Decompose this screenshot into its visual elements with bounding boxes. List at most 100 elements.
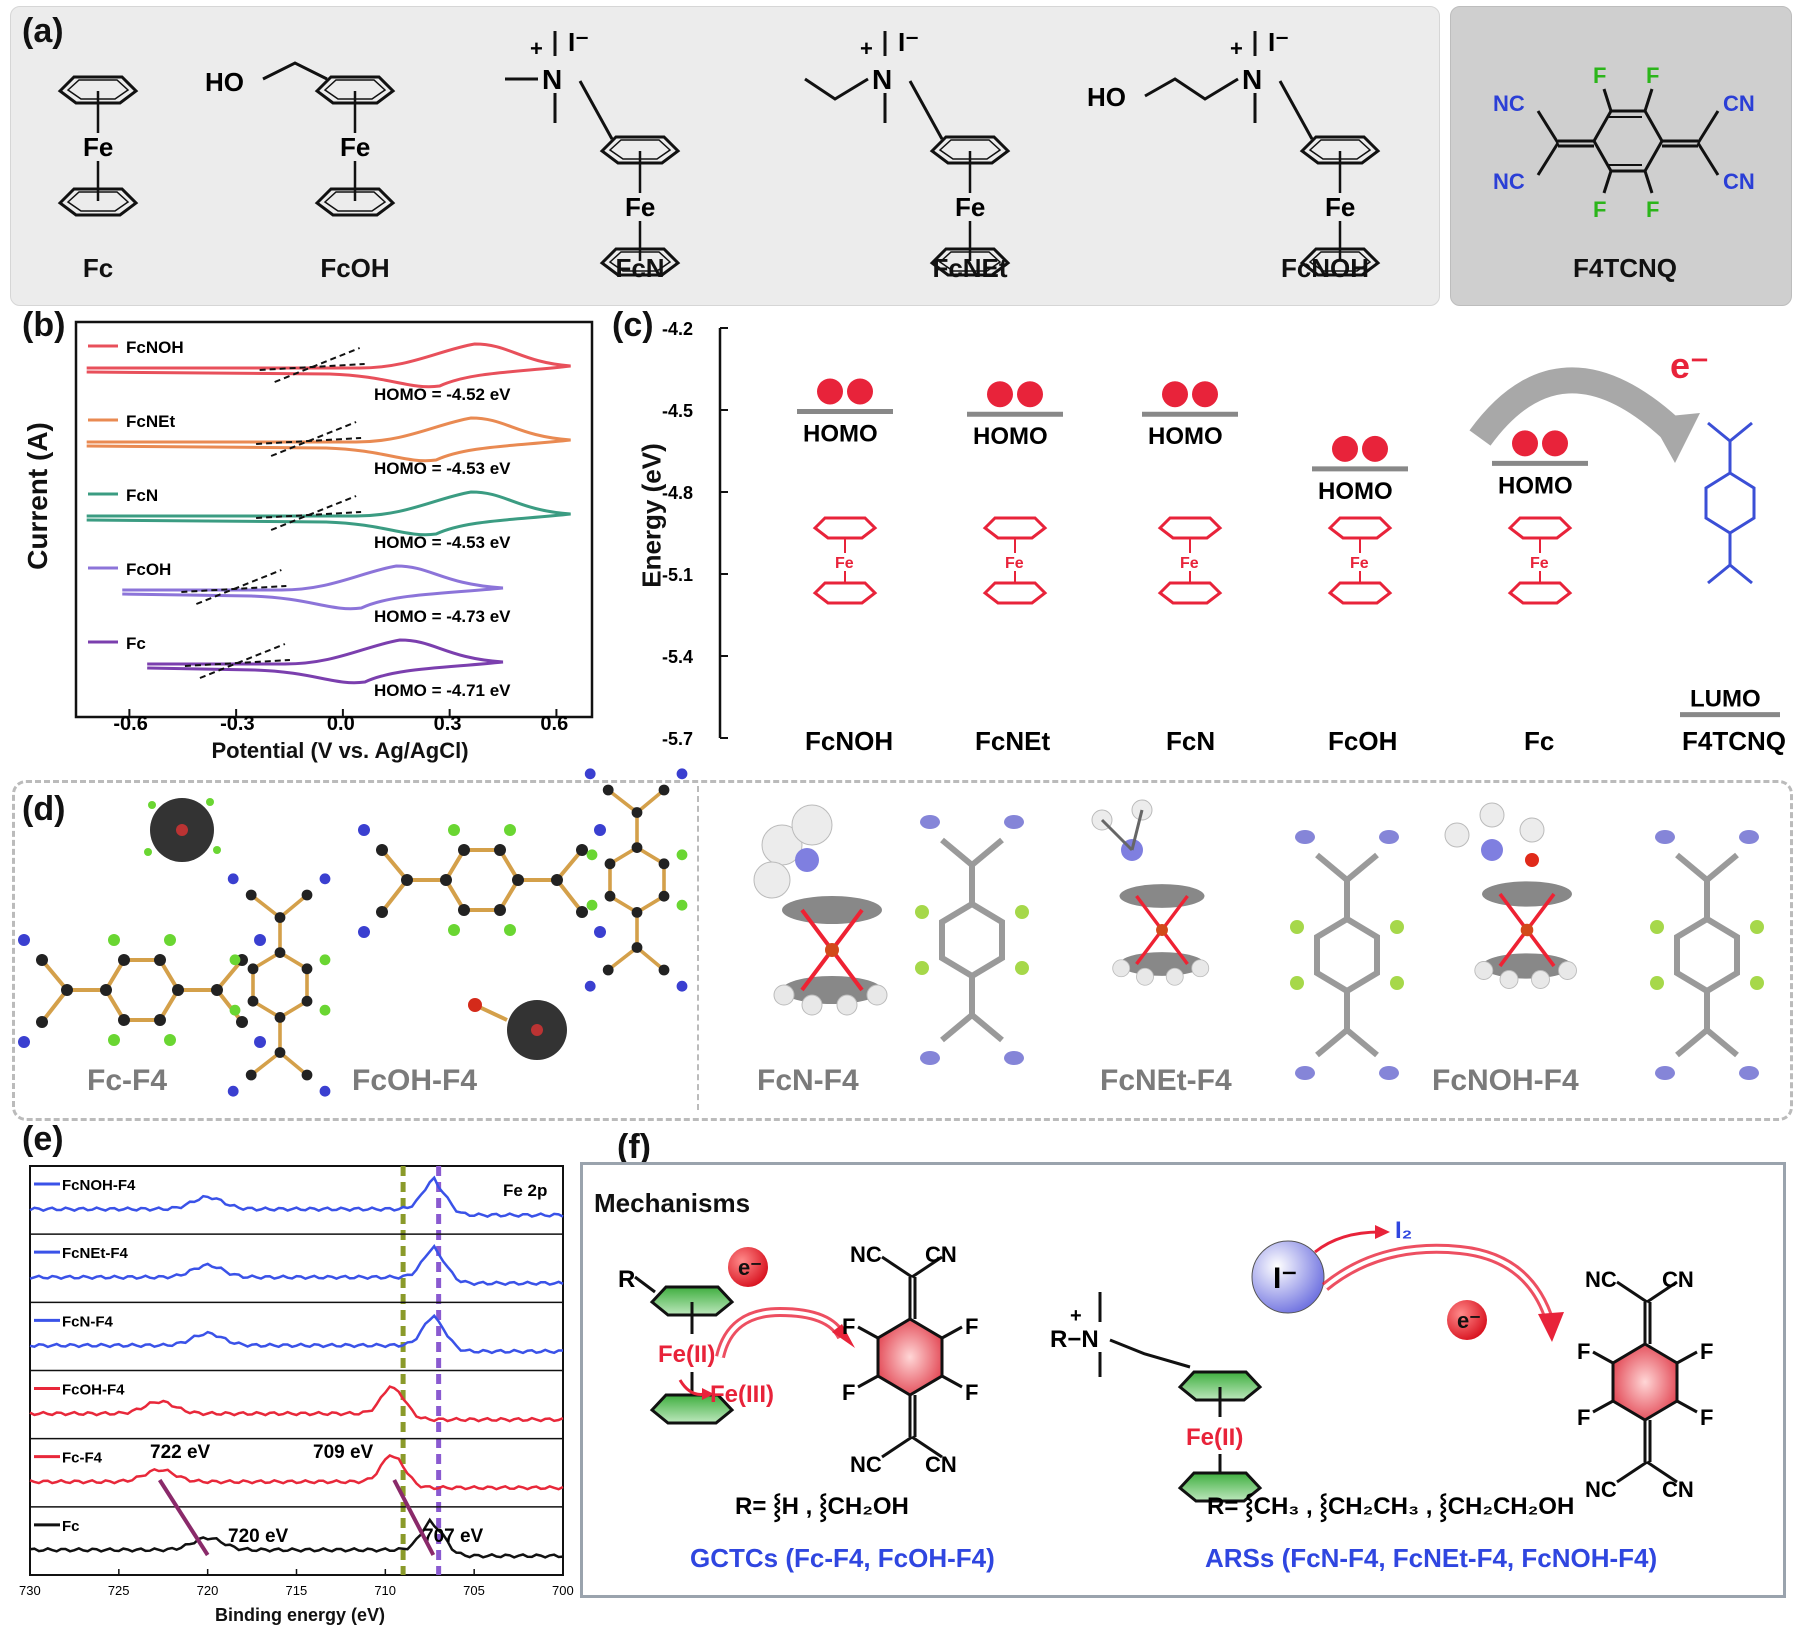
- panel-d-divider: [697, 786, 699, 1110]
- xps-legend-label: FcOH-F4: [62, 1382, 125, 1399]
- fcnoh-f4-structure: FcNOH-F4: [1432, 802, 1764, 1097]
- svg-text:F: F: [1577, 1339, 1590, 1364]
- cv-homo-label: HOMO = -4.53 eV: [374, 459, 511, 478]
- energy-tick-label: -4.2: [662, 319, 693, 339]
- fc-molecule: Fe: [60, 77, 136, 215]
- svg-text:CN: CN: [1723, 91, 1755, 116]
- xps-legend-label: Fc-F4: [62, 1450, 103, 1467]
- electron-dot: [1512, 430, 1538, 457]
- cv-tangent-line: [195, 569, 282, 605]
- svg-text:CN: CN: [1662, 1267, 1694, 1292]
- cv-tangent-line: [270, 495, 357, 531]
- svg-text:F: F: [965, 1314, 978, 1339]
- panel-b-label: (b): [22, 306, 66, 344]
- electron-label: e⁻: [738, 1255, 762, 1280]
- energy-level-diagram: -4.2-4.5-4.8-5.1-5.4-5.7 HOMOFeFcNOHHOMO…: [662, 319, 1786, 756]
- panel-d-frame: [12, 780, 1793, 1121]
- right-r-definition: R= ⸾CH₃ , ⸾CH₂CH₃ , ⸾CH₂CH₂OH: [1207, 1493, 1574, 1523]
- cv-forward-scan: [122, 564, 504, 592]
- svg-text:F: F: [842, 1380, 855, 1405]
- cv-x-tick-label: 0.6: [540, 713, 568, 735]
- donor-fe-label: Fe: [1005, 555, 1024, 572]
- energy-tick-label: -5.7: [662, 729, 693, 749]
- ars-caption: ARSs (FcN-F4, FcNEt-F4, FcNOH-F4): [1205, 1543, 1657, 1573]
- svg-text:F: F: [1593, 197, 1606, 222]
- energy-category-label: F4TCNQ: [1682, 726, 1786, 756]
- cv-x-tick-label: -0.3: [220, 713, 254, 735]
- xps-peak-annotation: 707 eV: [423, 1526, 484, 1547]
- structure-label-fcnoh-f4: FcNOH-F4: [1432, 1064, 1579, 1097]
- cv-x-axis-label: Potential (V vs. Ag/AgCl): [211, 738, 469, 763]
- cv-homo-label: HOMO = -4.71 eV: [374, 681, 511, 700]
- iodide-label: I⁻: [1268, 27, 1289, 57]
- cv-legend-label: FcN: [126, 486, 158, 505]
- energy-category-label: Fc: [1524, 726, 1554, 756]
- cv-y-axis-label: Current (A): [22, 422, 53, 570]
- compound-name-fcnet: FcNEt: [932, 253, 1008, 283]
- cv-tangent-line: [199, 643, 286, 679]
- structure-label-fcnet-f4: FcNEt-F4: [1100, 1064, 1232, 1097]
- electron-dot: [847, 378, 873, 405]
- svg-text:CN: CN: [925, 1242, 957, 1267]
- xps-region-label: Fe 2p: [503, 1181, 547, 1200]
- xps-spectrum: [29, 1517, 564, 1559]
- energy-category-label: FcNOH: [805, 726, 893, 756]
- ho-label: HO: [205, 67, 244, 97]
- fe-atom-label: Fe: [83, 132, 113, 162]
- gctc-caption: GCTCs (Fc-F4, FcOH-F4): [690, 1543, 995, 1573]
- electron-transfer-arrowhead: [1650, 413, 1700, 463]
- cv-legend-label: Fc: [126, 634, 146, 653]
- ho-label: HO: [1087, 82, 1126, 112]
- xps-spectrum: [29, 1313, 563, 1355]
- cv-reverse-scan: [86, 364, 571, 389]
- fe3-label: Fe(III): [710, 1381, 774, 1408]
- cv-legend-label: FcNOH: [126, 338, 184, 357]
- svg-text:F: F: [965, 1380, 978, 1405]
- electron-transfer-arrow: [1469, 367, 1679, 446]
- fc-f4-structure: Fc-F4: [16, 798, 333, 1099]
- electron-dot: [1017, 381, 1043, 408]
- donor-cp-bottom: [1157, 581, 1223, 605]
- xps-x-tick-label: 720: [197, 1583, 219, 1598]
- fcnoh-molecule: Fe N HO I⁻ +: [1087, 27, 1378, 275]
- panel-a-acceptor-background: [1450, 6, 1792, 306]
- mechanism-diagram: R Fe(II) Fe(III) e⁻ NC CN NC CN F F F F …: [618, 1217, 1713, 1573]
- cv-tangent-line: [274, 347, 361, 383]
- cv-homo-label: HOMO = -4.53 eV: [374, 533, 511, 552]
- xps-x-tick-label: 705: [463, 1583, 485, 1598]
- fe2-label: Fe(II): [1186, 1424, 1243, 1451]
- donor-cp-top: [982, 516, 1048, 540]
- svg-text:+: +: [1230, 36, 1243, 61]
- xps-spectrum: [29, 1385, 564, 1423]
- donor-cp-bottom: [982, 581, 1048, 605]
- ars-mechanism: I⁻ I₂ e⁻ R−N + Fe(II) NC CN NC CN F F F …: [1050, 1217, 1713, 1573]
- electron-dot: [1362, 435, 1388, 462]
- iodide-label: I⁻: [898, 27, 919, 57]
- electron-dot: [1332, 435, 1358, 462]
- energy-tick-label: -4.8: [662, 483, 693, 503]
- panel-f-label: (f): [617, 1128, 651, 1166]
- svg-text:F: F: [1700, 1339, 1713, 1364]
- mechanism-box: [580, 1162, 1786, 1598]
- svg-text:CN: CN: [1662, 1477, 1694, 1502]
- energy-tick-label: -5.4: [662, 647, 693, 667]
- cv-x-tick-label: 0.3: [434, 713, 462, 735]
- cv-forward-scan: [86, 342, 571, 370]
- right-transfer-arrow: [1321, 1243, 1555, 1324]
- cv-forward-scan: [86, 490, 571, 518]
- xps-spectrum: [29, 1243, 564, 1287]
- acceptor-ring: [1704, 471, 1756, 535]
- fe2-label: Fe(II): [658, 1341, 715, 1368]
- structure-label-fc-f4: Fc-F4: [87, 1064, 167, 1097]
- cv-x-tick-label: 0.0: [327, 713, 355, 735]
- xps-legend-label: FcNOH-F4: [62, 1177, 136, 1194]
